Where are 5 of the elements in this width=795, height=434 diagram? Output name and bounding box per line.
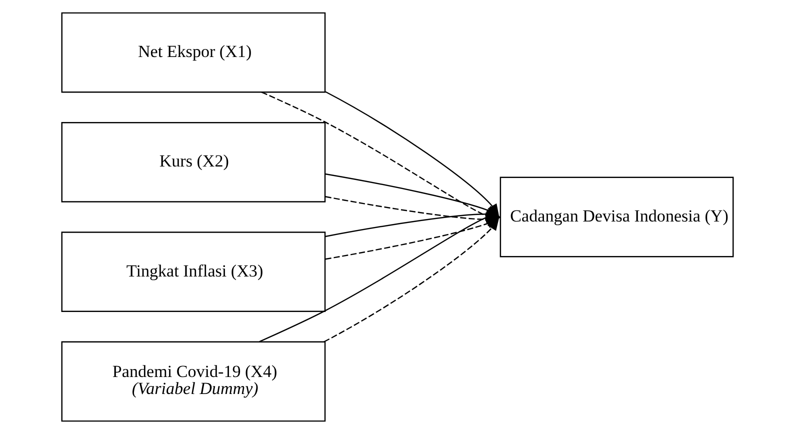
- node-box: Cadangan Devisa Indonesia (Y): [500, 176, 734, 258]
- node-box: Pandemi Covid-19 (X4) (Variabel Dummy): [61, 341, 326, 422]
- node-box: Net Ekspor (X1): [61, 12, 326, 93]
- node-box: Tingkat Inflasi (X3): [61, 232, 326, 312]
- node-box: Kurs (X2): [61, 122, 326, 202]
